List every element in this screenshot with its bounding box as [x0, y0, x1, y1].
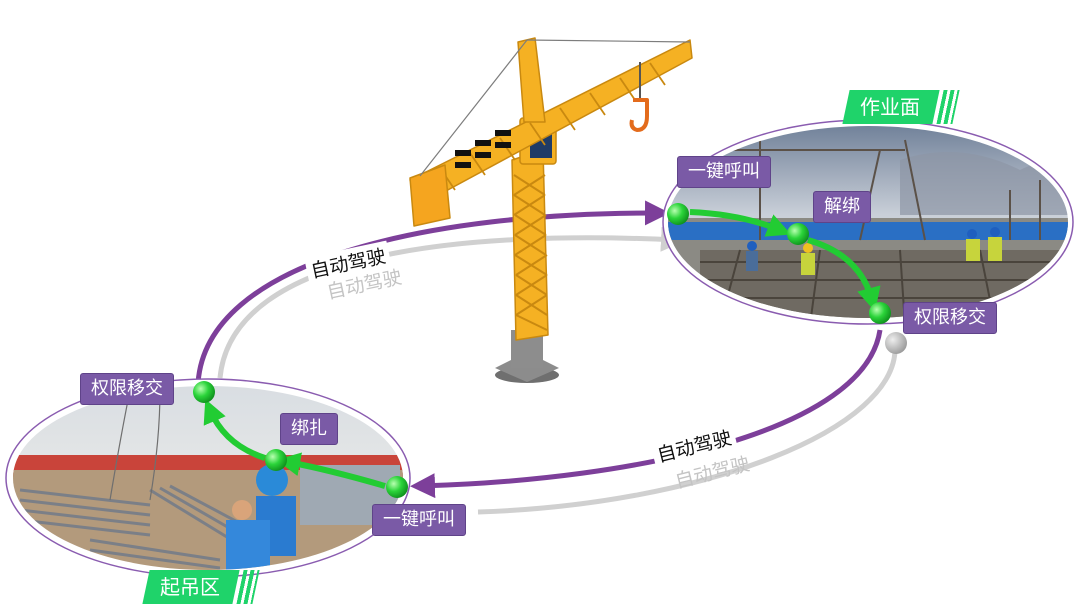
crane-icon: [409, 37, 693, 383]
step-lift-call: 一键呼叫: [372, 504, 466, 536]
auto-path-bottom: [410, 329, 883, 499]
step-lift-transfer: 权限移交: [80, 373, 174, 405]
step-lift-bind: 绑扎: [280, 413, 338, 445]
node-lift-transfer: [193, 381, 215, 403]
node-lift-call: [386, 476, 408, 498]
zone-label-work-face-text: 作业面: [860, 95, 920, 119]
zone-label-lifting-area: 起吊区: [142, 570, 260, 604]
step-work-call: 一键呼叫: [677, 156, 771, 188]
node-work-transfer: [869, 302, 891, 324]
ghost-path-top: [217, 226, 686, 379]
node-lift-bind: [265, 449, 287, 471]
green-arrow-work-1: [689, 209, 792, 237]
node-work-call: [667, 203, 689, 225]
step-work-transfer: 权限移交: [903, 302, 997, 334]
green-arrow-work-2: [807, 237, 881, 312]
zone-label-lifting-area-text: 起吊区: [160, 575, 220, 599]
node-work-ghost: [885, 332, 907, 354]
ghost-path-bottom: [477, 344, 898, 515]
lifting-area-photo: [5, 378, 411, 578]
green-arrow-lift-2: [203, 398, 266, 461]
step-work-unbind: 解绑: [813, 191, 871, 223]
node-work-unbind: [787, 223, 809, 245]
green-arrow-lift-1: [276, 452, 386, 489]
zone-label-work-face: 作业面: [842, 90, 960, 124]
